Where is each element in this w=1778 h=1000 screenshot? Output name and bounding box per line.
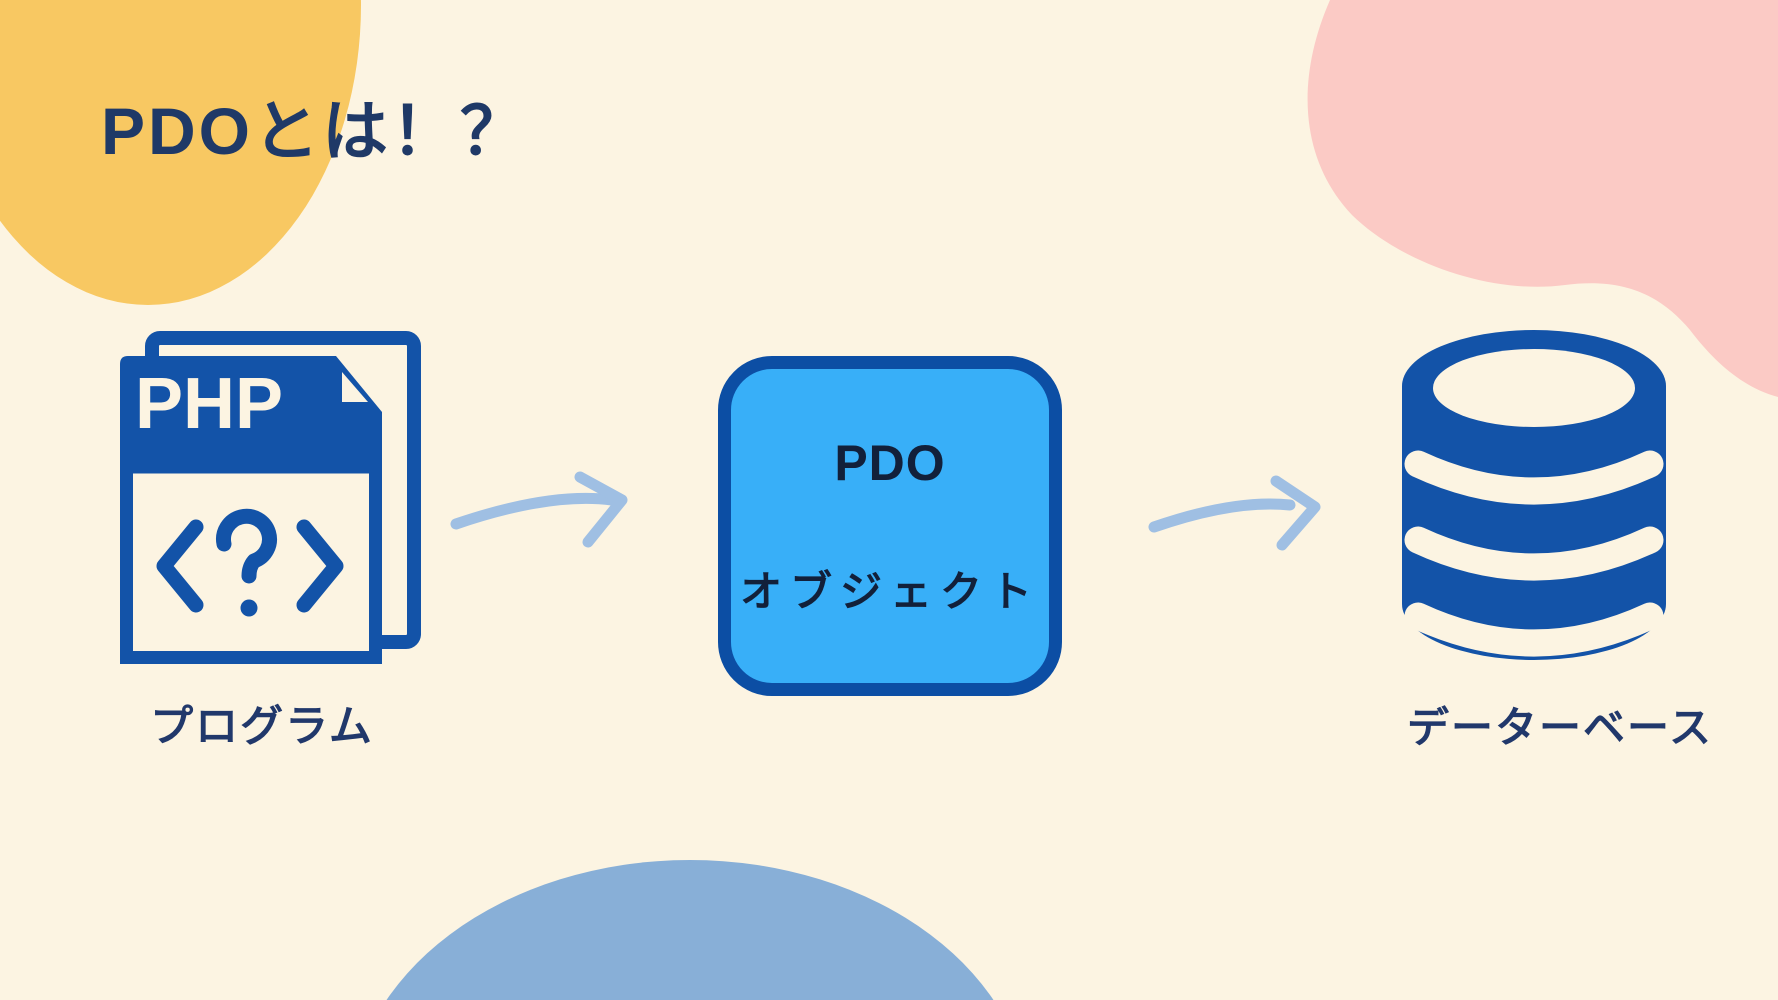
php-folded-corner (342, 372, 368, 402)
pdo-box-subtitle: オブジェクト (739, 567, 1040, 615)
php-file-icon: PHP (120, 331, 421, 664)
arrow-right-icon (1148, 475, 1321, 551)
php-header-band (120, 356, 382, 468)
database-separators (1404, 450, 1664, 657)
pdo-box-title: PDO (834, 434, 946, 491)
program-label: プログラム (150, 703, 374, 751)
question-dot (240, 599, 258, 617)
pdo-object-box: PDO オブジェクト (718, 356, 1062, 696)
page-title: PDOとは！？ (101, 94, 530, 168)
arrow-right-icon (450, 471, 628, 548)
php-icon-label: PHP (135, 364, 283, 444)
code-symbol-icon (156, 508, 344, 613)
database-label: データーベース (1407, 704, 1713, 751)
database-icon (1402, 330, 1666, 660)
database-top-face (1433, 349, 1635, 427)
